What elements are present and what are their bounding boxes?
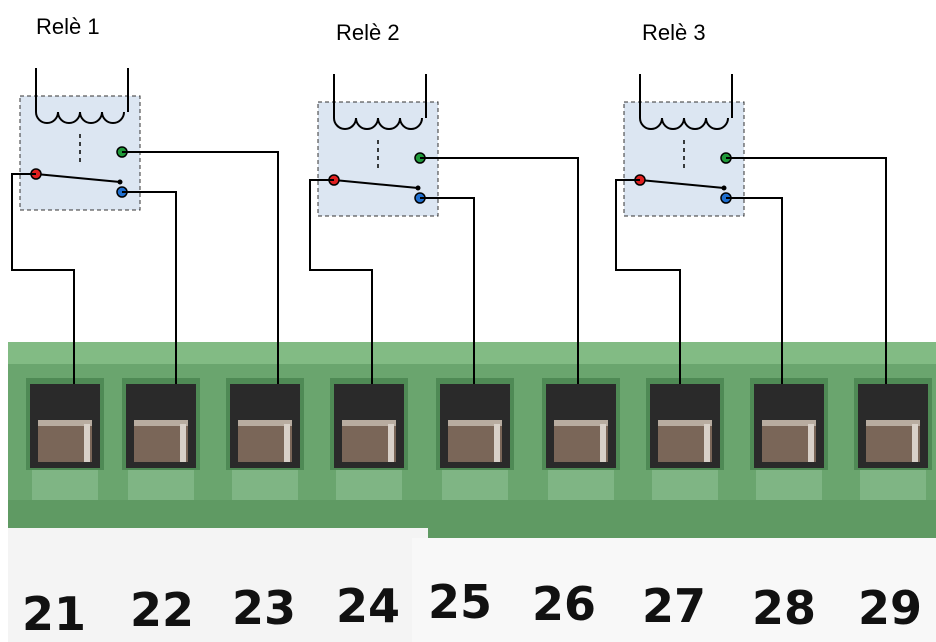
relay-coil [333,74,427,130]
relay-title: Relè 3 [642,20,706,45]
terminal-number-label: 27 [642,579,706,633]
terminal-slot [646,378,724,500]
relay-switch-arm [35,173,121,183]
terminal-label-strip: 21 22 23 24 25 26 27 28 29 [8,528,936,642]
common-wire [615,179,681,384]
terminal-number-label: 21 [22,587,86,641]
terminal-slot [854,378,932,500]
terminal-number-label: 26 [532,577,596,631]
terminal-slot [436,378,514,500]
terminal-block [8,342,936,542]
terminal-slot [122,378,200,500]
terminal-slot [26,378,104,500]
terminal-slot [542,378,620,500]
relay-switch-arm [333,179,419,189]
relay-switch-arm [639,179,725,189]
terminal-number-label: 29 [858,581,922,635]
nc-wire [122,191,177,384]
relay-coil [639,74,733,130]
terminal-number-label: 28 [752,581,816,635]
wiring [11,151,887,384]
terminal-number-label: 25 [428,575,492,629]
nc-wire [420,197,475,384]
relay-title: Relè 2 [336,20,400,45]
terminal-slot [330,378,408,500]
no-wire [420,157,579,384]
no-wire [122,151,279,384]
terminal-number-label: 24 [336,579,400,633]
terminal-number-label: 23 [232,581,296,635]
terminal-slot [750,378,828,500]
relay-1: Relè 1 [19,14,141,211]
relay-coil [35,68,129,124]
common-wire [11,173,75,384]
no-wire [726,157,887,384]
terminal-slot [226,378,304,500]
nc-wire [726,197,783,384]
relay-2: Relè 2 [317,20,439,217]
terminal-number-label: 22 [130,583,194,637]
relay-3: Relè 3 [623,20,745,217]
common-wire [309,179,373,384]
relay-title: Relè 1 [36,14,100,39]
